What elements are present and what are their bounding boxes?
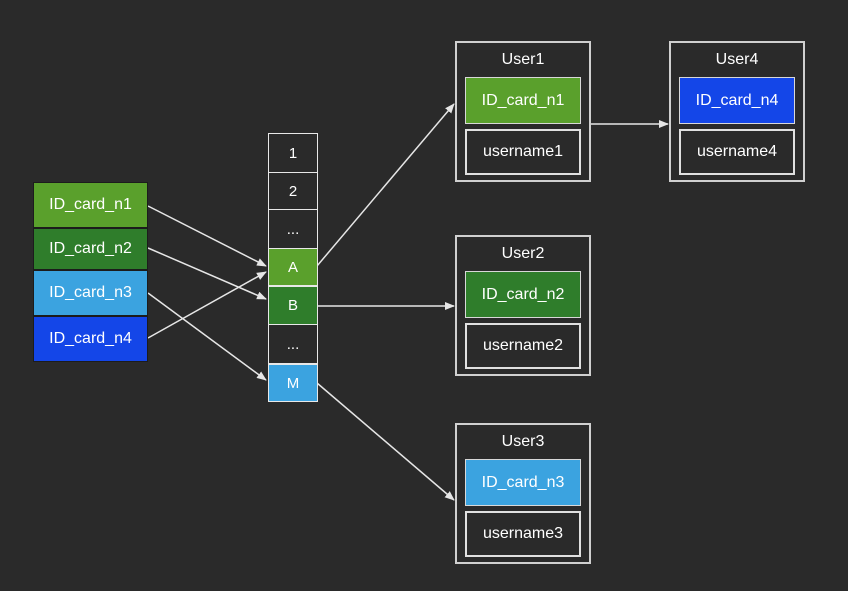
key-id-card-n2: ID_card_n2 [33, 228, 148, 270]
key-label: ID_card_n4 [49, 330, 132, 347]
user3-id-card-field: ID_card_n3 [465, 459, 581, 506]
arrow-slotA-to-user1 [316, 103, 455, 267]
user2-title: User2 [501, 245, 545, 262]
arrow-key2-to-slotB [147, 247, 267, 300]
slot-label: B [287, 297, 298, 314]
user4-username-label: username4 [696, 143, 778, 160]
user4-id-card-field: ID_card_n4 [679, 77, 795, 124]
key-label: ID_card_n1 [49, 196, 132, 213]
bucket-slot-b: B [268, 286, 318, 325]
arrow-key1-to-slotA [147, 205, 267, 267]
arrow-key4-to-slotA [147, 271, 267, 339]
key-id-card-n1: ID_card_n1 [33, 182, 148, 228]
slot-label: ... [286, 220, 300, 238]
user1-username-label: username1 [482, 143, 564, 160]
bucket-slot-a: A [268, 248, 318, 286]
user3-username-label: username3 [482, 525, 564, 542]
bucket-slot-ellipsis-1: ... [268, 209, 318, 249]
key-id-card-n3: ID_card_n3 [33, 270, 148, 316]
slot-label: M [286, 374, 300, 392]
key-id-card-n4: ID_card_n4 [33, 316, 148, 362]
user3-username-field: username3 [465, 511, 581, 557]
user1-id-card-label: ID_card_n1 [481, 91, 565, 109]
user2-username-label: username2 [482, 337, 564, 354]
slot-label: ... [286, 335, 300, 353]
slot-label: A [287, 258, 298, 276]
user2-node: User2 ID_card_n2 username2 [455, 235, 591, 376]
user2-username-field: username2 [465, 323, 581, 369]
user3-id-card-label: ID_card_n3 [481, 473, 565, 491]
bucket-slot-ellipsis-2: ... [268, 324, 318, 364]
user4-username-field: username4 [679, 129, 795, 175]
user4-node: User4 ID_card_n4 username4 [669, 41, 805, 182]
arrow-key3-to-slotM [147, 292, 267, 381]
bucket-slot-2: 2 [268, 172, 318, 210]
bucket-slot-1: 1 [268, 133, 318, 173]
slot-label: 1 [288, 144, 298, 162]
slot-label: 2 [288, 182, 298, 200]
user1-title: User1 [501, 51, 545, 68]
key-label: ID_card_n2 [49, 240, 132, 257]
user4-title: User4 [715, 51, 759, 68]
user2-id-card-field: ID_card_n2 [465, 271, 581, 318]
key-label: ID_card_n3 [49, 284, 132, 301]
user4-id-card-label: ID_card_n4 [695, 91, 779, 109]
user1-username-field: username1 [465, 129, 581, 175]
user2-id-card-label: ID_card_n2 [481, 285, 565, 303]
arrow-slotM-to-user3 [316, 382, 455, 501]
bucket-slot-m: M [268, 364, 318, 402]
user3-node: User3 ID_card_n3 username3 [455, 423, 591, 564]
user1-id-card-field: ID_card_n1 [465, 77, 581, 124]
user3-title: User3 [501, 433, 545, 450]
user1-node: User1 ID_card_n1 username1 [455, 41, 591, 182]
